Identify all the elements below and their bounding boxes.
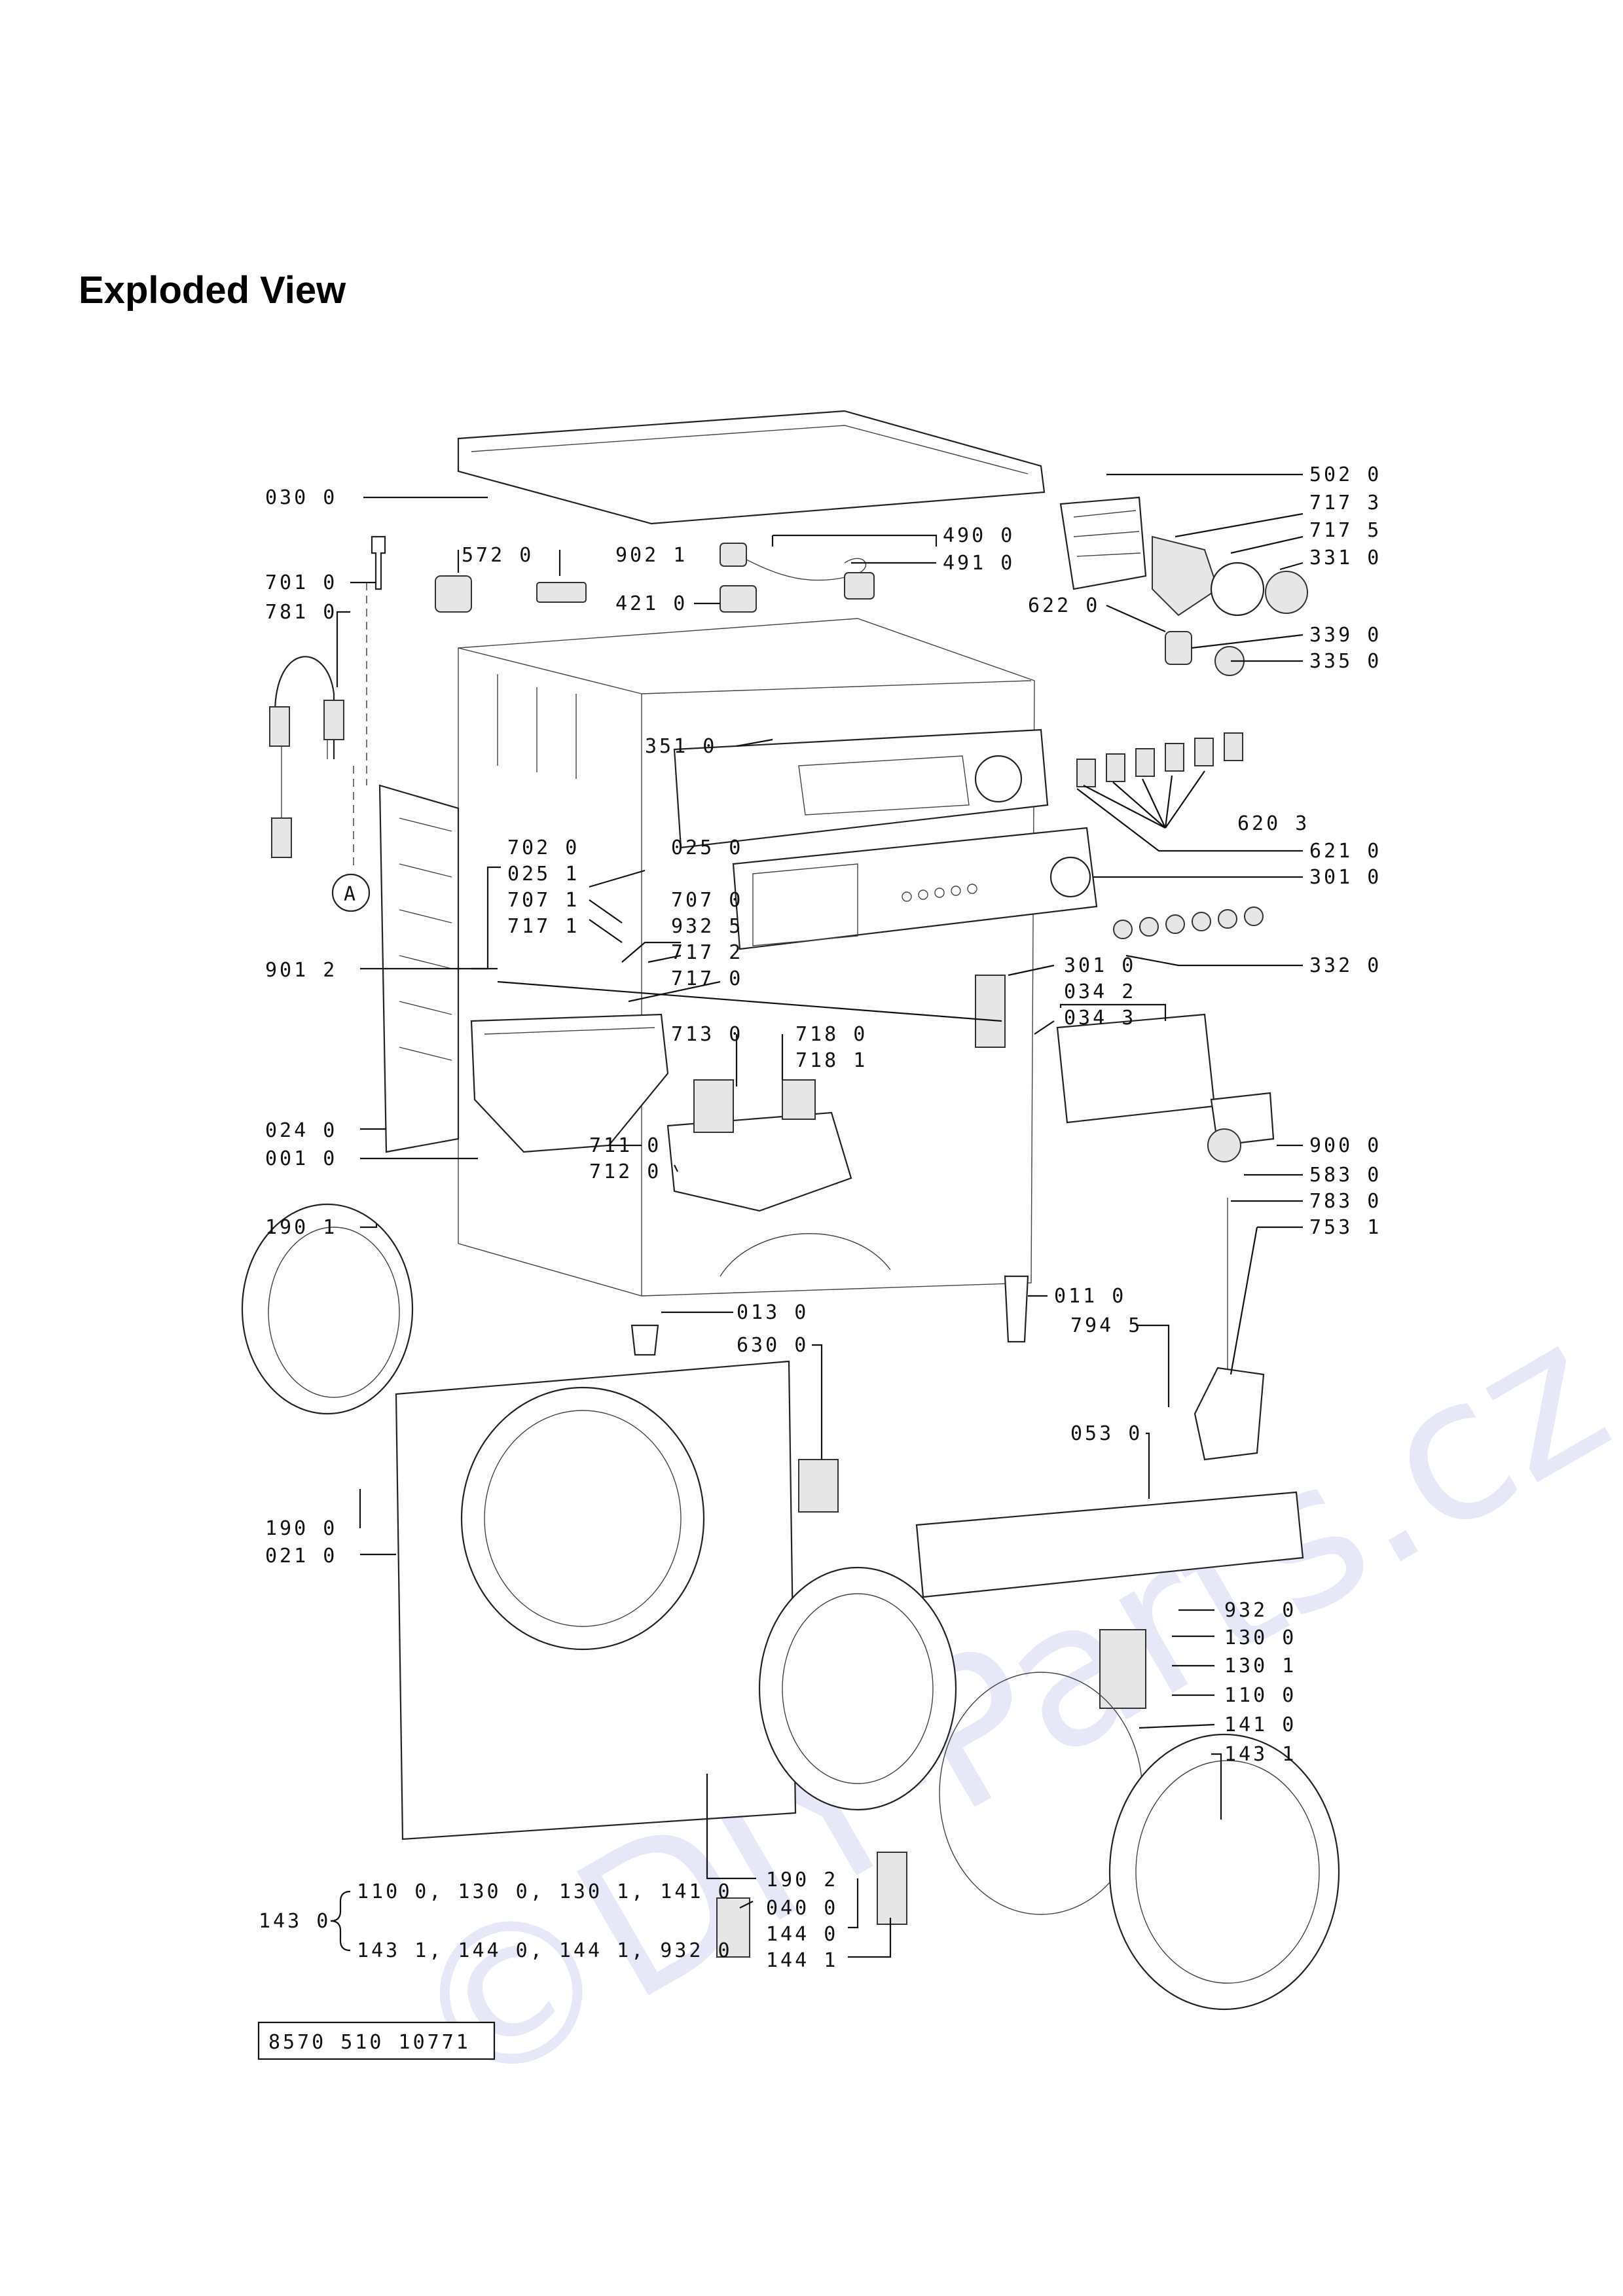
front-panel-part — [395, 1360, 797, 1840]
callout-label: 502 0 — [1309, 463, 1381, 486]
callout-label: 143 1 — [1224, 1743, 1296, 1766]
callout-label: 144 1 — [766, 1949, 838, 1972]
outer-door-ring-part — [1108, 1733, 1340, 2011]
callout-label: 711 0 — [589, 1134, 661, 1157]
callout-label: 053 0 — [1070, 1422, 1142, 1445]
callout-label: 339 0 — [1309, 624, 1381, 647]
callout-label: 331 0 — [1309, 547, 1381, 569]
callout-label: 717 5 — [1309, 519, 1381, 542]
section-marker-circle — [331, 873, 371, 912]
callout-label: 932 0 — [1224, 1599, 1296, 1622]
callout-label: 794 5 — [1070, 1314, 1142, 1337]
callout-label: 001 0 — [265, 1147, 337, 1170]
callout-labels: 030 0 572 0 902 1 490 0 491 0 421 0 701 … — [259, 463, 1381, 1972]
callout-label: 144 0 — [766, 1923, 838, 1946]
callout-label: 712 0 — [589, 1160, 661, 1183]
callout-label: 717 3 — [1309, 492, 1381, 514]
callout-label: 141 0 — [1224, 1713, 1296, 1736]
callout-label: 717 1 — [507, 915, 579, 938]
callout-label: 932 5 — [671, 915, 743, 938]
drain-pump-part — [1207, 1092, 1275, 1374]
door-seal-part — [241, 1203, 414, 1415]
callout-label: 110 0 — [1224, 1684, 1296, 1707]
callout-label: 717 2 — [671, 941, 743, 964]
callout-label: 013 0 — [737, 1301, 809, 1324]
kickplate-part — [915, 1491, 1304, 1598]
callout-label: 034 2 — [1064, 980, 1136, 1003]
callout-label: 335 0 — [1309, 650, 1381, 673]
callout-label: 025 1 — [507, 863, 579, 886]
electronic-board-part — [1059, 496, 1308, 676]
pressure-switch-part — [1194, 1367, 1265, 1461]
water-valve-parts — [435, 575, 757, 613]
callout-label: 781 0 — [265, 601, 337, 624]
callout-label: 901 2 — [265, 959, 337, 982]
callout-label: 301 0 — [1309, 866, 1381, 889]
callout-label: 351 0 — [645, 735, 717, 758]
foot-part — [1004, 1275, 1029, 1343]
callout-label: 572 0 — [462, 544, 534, 567]
callout-label: 130 0 — [1224, 1626, 1296, 1649]
callout-label: 753 1 — [1309, 1216, 1381, 1239]
button-lens-part — [1113, 906, 1264, 939]
callout-label: 190 1 — [265, 1216, 337, 1239]
cabinet-body-part — [366, 583, 1035, 1297]
callout-label: 583 0 — [1309, 1164, 1381, 1187]
callout-label: 421 0 — [615, 592, 687, 615]
callout-label: 717 0 — [671, 967, 743, 990]
doc-number-box — [257, 2021, 496, 2060]
callout-label: 783 0 — [1309, 1190, 1381, 1213]
inlet-hose-part — [269, 656, 354, 870]
callout-label: 621 0 — [1309, 840, 1381, 863]
callout-label: 021 0 — [265, 1545, 337, 1568]
callout-label: 707 0 — [671, 889, 743, 912]
leader-lines — [330, 473, 1304, 1958]
callout-label: 902 1 — [615, 544, 687, 567]
callout-label: 713 0 — [671, 1023, 743, 1046]
detergent-dispenser-part — [470, 975, 1006, 1212]
kit-contents-line-2: 143 1, 144 0, 144 1, 932 0 — [357, 1939, 733, 1962]
dispenser-handle-part — [1056, 1013, 1216, 1124]
button-set-part — [1076, 732, 1243, 787]
callout-label: 622 0 — [1028, 594, 1100, 617]
door-lock-part — [798, 1459, 839, 1513]
kit-contents-line-1: 110 0, 130 0, 130 1, 141 0 — [357, 1880, 733, 1903]
callout-label: 040 0 — [766, 1897, 838, 1920]
wire-harness-part — [720, 543, 875, 600]
callout-label: 024 0 — [265, 1119, 337, 1142]
callout-label: 718 0 — [795, 1023, 867, 1046]
callout-label: 034 3 — [1064, 1007, 1136, 1030]
callout-label: 718 1 — [795, 1049, 867, 1072]
section-marker-label: A — [344, 883, 358, 906]
callout-label: 130 1 — [1224, 1655, 1296, 1677]
callout-label: 491 0 — [943, 552, 1015, 575]
doc-number: 8570 510 10771 — [268, 2031, 471, 2054]
control-panel-part — [673, 728, 1098, 950]
door-frame-part — [716, 1566, 957, 1958]
foot-part — [630, 1324, 659, 1356]
callout-label: 030 0 — [265, 486, 337, 509]
callout-label: 702 0 — [507, 836, 579, 859]
callout-label: 900 0 — [1309, 1134, 1381, 1157]
callout-label: 190 0 — [265, 1517, 337, 1540]
callout-label: 332 0 — [1309, 954, 1381, 977]
callout-label: 025 0 — [671, 836, 743, 859]
callout-label: 620 3 — [1237, 812, 1309, 835]
top-cover-part — [457, 410, 1046, 525]
callout-label: 630 0 — [737, 1334, 809, 1357]
callout-label: 701 0 — [265, 571, 337, 594]
callout-label: 143 0 — [259, 1910, 331, 1933]
page-title: Exploded View — [79, 269, 346, 312]
door-hinge-part — [1099, 1629, 1146, 1709]
callout-label: 490 0 — [943, 524, 1015, 547]
callout-label: 011 0 — [1054, 1285, 1126, 1308]
callout-label: 301 0 — [1064, 954, 1136, 977]
callout-label: 707 1 — [507, 889, 579, 912]
pin-part — [371, 535, 386, 590]
callout-label: 190 2 — [766, 1869, 838, 1892]
